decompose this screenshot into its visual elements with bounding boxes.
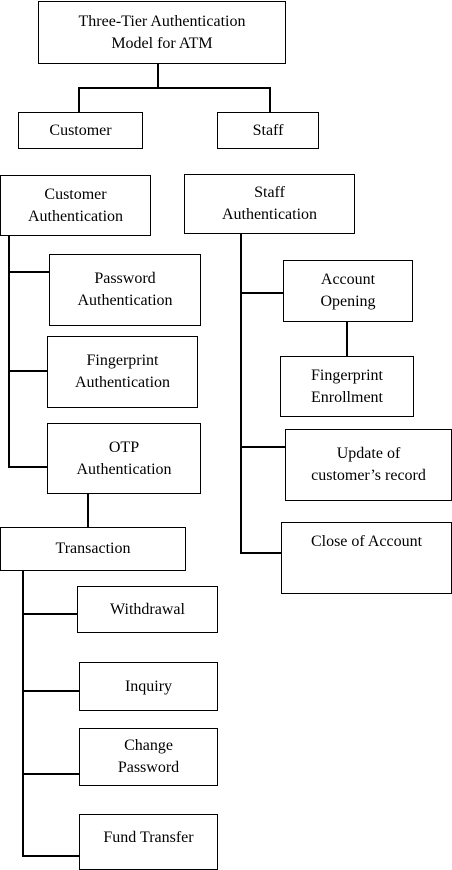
root-node: Three-Tier Authentication Model for ATM (38, 1, 286, 64)
fingerprint-enrollment-node: Fingerprint Enrollment (280, 356, 414, 417)
connector-to-close-account (240, 552, 282, 554)
connector-to-account-opening (240, 292, 284, 294)
connector-to-otp (8, 466, 48, 468)
connector-customer-auth-trunk (8, 236, 10, 467)
connector-to-staff (269, 87, 271, 113)
connector-to-fingerprint (8, 370, 48, 372)
fingerprint-authentication-node: Fingerprint Authentication (47, 336, 198, 408)
staff-authentication-node: Staff Authentication (184, 174, 355, 234)
change-password-node: Change Password (79, 728, 218, 786)
account-opening-node: Account Opening (283, 260, 413, 322)
connector-to-customer (78, 87, 80, 113)
inquiry-node: Inquiry (79, 662, 218, 711)
connector-to-inquiry (22, 690, 80, 692)
transaction-node: Transaction (0, 527, 186, 571)
connector-transaction-trunk (22, 570, 24, 857)
connector-root-down (157, 64, 159, 88)
update-record-node: Update of customer’s record (285, 429, 452, 501)
fund-transfer-node: Fund Transfer (79, 814, 218, 870)
password-authentication-node: Password Authentication (49, 254, 201, 326)
connector-opening-to-enrollment (346, 321, 348, 357)
customer-node: Customer (18, 112, 143, 149)
connector-to-withdrawal (22, 613, 78, 615)
otp-authentication-node: OTP Authentication (47, 423, 201, 494)
connector-root-branch (78, 87, 271, 89)
close-account-node: Close of Account (281, 522, 452, 594)
connector-staff-auth-trunk (240, 233, 242, 553)
connector-otp-to-transaction (87, 493, 89, 527)
connector-to-password (8, 271, 50, 273)
customer-authentication-node: Customer Authentication (0, 175, 151, 236)
staff-node: Staff (217, 112, 319, 149)
connector-to-change-password (22, 773, 80, 775)
connector-to-update-record (240, 446, 286, 448)
withdrawal-node: Withdrawal (77, 586, 218, 633)
connector-to-fund-transfer (22, 855, 80, 857)
